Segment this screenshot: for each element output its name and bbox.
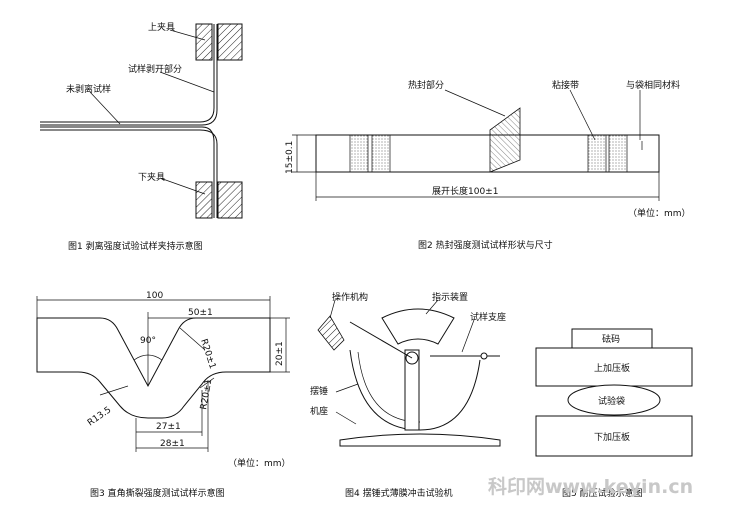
- pendulum-arc: [349, 349, 481, 431]
- fig4-caption: 图4 摆锤式薄膜冲击试验机: [345, 487, 453, 499]
- r20-lower-leader: [199, 377, 215, 389]
- peeled-part-leader: [159, 71, 215, 93]
- fig2-heat-seal-specimen: 热封部分 粘接带 与袋相同材料 15±0.1 展开长度100±1 （单位：mm）…: [285, 79, 691, 251]
- fig3-caption: 图3 直角撕裂强度测试试样示意图: [90, 487, 225, 499]
- upper-clamp-left-jaw: [195, 23, 213, 61]
- specimen-lower-strip: [40, 126, 215, 218]
- same-material-label: 与袋相同材料: [626, 79, 680, 91]
- fig4-pendulum-impact-tester: 操作机构 指示装置 试样支座 摆锤 机座 图4 摆锤式薄膜冲击试验机: [310, 291, 506, 499]
- lower-plate: [535, 415, 693, 457]
- angle-label: 90°: [140, 336, 156, 346]
- tape-left-a: [349, 134, 369, 173]
- total-len-label: 100: [146, 291, 163, 301]
- specimen-upper-strip: [40, 24, 215, 123]
- unpeeled-label: 未剥离试样: [66, 83, 111, 95]
- bag-label: 试验袋: [598, 395, 625, 407]
- specimen-lower-strip-inner: [40, 129, 218, 218]
- unpeeled-leader: [89, 91, 121, 125]
- indicator-label: 指示装置: [432, 291, 468, 303]
- upper-clamp-label: 上夹具: [148, 21, 175, 33]
- upper-plate: [535, 347, 693, 387]
- angle-arc: [133, 354, 163, 361]
- upper-clamp-right-jaw: [217, 23, 243, 61]
- heat-seal-leader: [444, 89, 506, 117]
- pendulum-leader: [335, 383, 359, 393]
- tape-left-b: [371, 134, 391, 173]
- bottom-1-label: 27±1: [156, 422, 181, 432]
- watermark: 科印网www.keyin.cn: [488, 475, 693, 498]
- indicator-scale: [381, 308, 455, 345]
- lower-clamp-label: 下夹具: [138, 171, 165, 183]
- lower-clamp-right-jaw: [217, 181, 243, 219]
- tape-right-b: [608, 134, 628, 173]
- top-len-label: 50±1: [188, 308, 213, 318]
- upper-clamp-leader: [169, 29, 206, 41]
- tape-leader: [569, 89, 596, 141]
- peeled-part-label: 试样剥开部分: [128, 63, 182, 75]
- mechanism-label: 操作机构: [332, 291, 368, 303]
- fig1-caption: 图1 剥离强度试验试样夹持示意图: [68, 240, 203, 252]
- fig3-unit-label: （单位：mm）: [228, 457, 291, 469]
- lower-clamp-left-jaw: [195, 181, 213, 219]
- indicator-leader: [425, 299, 439, 315]
- base-label: 机座: [310, 405, 328, 417]
- holder-label: 试样支座: [470, 311, 506, 323]
- bottom-2-label: 28±1: [160, 439, 185, 449]
- height-label: 20±1: [275, 341, 285, 366]
- lower-plate-label: 下加压板: [594, 431, 630, 443]
- mechanism-leader: [329, 299, 336, 319]
- lower-clamp-leader: [159, 177, 206, 195]
- width-dim-label: 15±0.1: [285, 141, 295, 174]
- specimen-strip: [315, 134, 660, 173]
- tear-specimen-outline: [36, 317, 271, 419]
- base-leader: [335, 411, 357, 425]
- heat-seal-label: 热封部分: [408, 79, 444, 91]
- pendulum-label: 摆锤: [310, 385, 328, 397]
- tape-right-a: [587, 134, 607, 173]
- fig2-caption: 图2 热封强度测试试样形状与尺寸: [418, 239, 553, 251]
- column: [404, 349, 420, 431]
- r20-upper-leader: [179, 327, 206, 351]
- specimen-upper-strip-inner: [40, 24, 218, 126]
- test-bag: [567, 384, 661, 416]
- machine-base: [339, 433, 501, 447]
- r20-upper-label: R20±1: [198, 338, 217, 371]
- r13-leader: [99, 385, 129, 396]
- heat-seal-fold: [489, 107, 521, 173]
- fig5-pressure-test: 砝码 上加压板 试验袋 下加压板 图5 耐压试验示意图: [535, 328, 693, 499]
- length-dim-label: 展开长度100±1: [432, 185, 498, 197]
- fig5-caption: 图5 耐压试验示意图: [562, 487, 643, 499]
- upper-plate-label: 上加压板: [594, 362, 630, 374]
- holder-leader: [461, 319, 475, 353]
- fig2-unit-label: （单位：mm）: [628, 207, 691, 219]
- fig1-peel-clamp: 上夹具 试样剥开部分 未剥离试样 下夹具 图1 剥离强度试验试样夹持示意图: [40, 21, 243, 252]
- r13-label: R13.5: [86, 405, 113, 428]
- holder-knob: [480, 352, 488, 360]
- pendulum-rod: [349, 321, 413, 359]
- tape-label: 粘接带: [552, 79, 579, 91]
- operating-mechanism: [317, 315, 345, 351]
- r20-lower-label: R20±1: [199, 378, 214, 410]
- weight-label: 砝码: [602, 333, 620, 345]
- fig3-right-angle-tear-specimen: 100 50±1 90° R20±1 20±1 R13.5 R20±1 27±1…: [36, 291, 291, 499]
